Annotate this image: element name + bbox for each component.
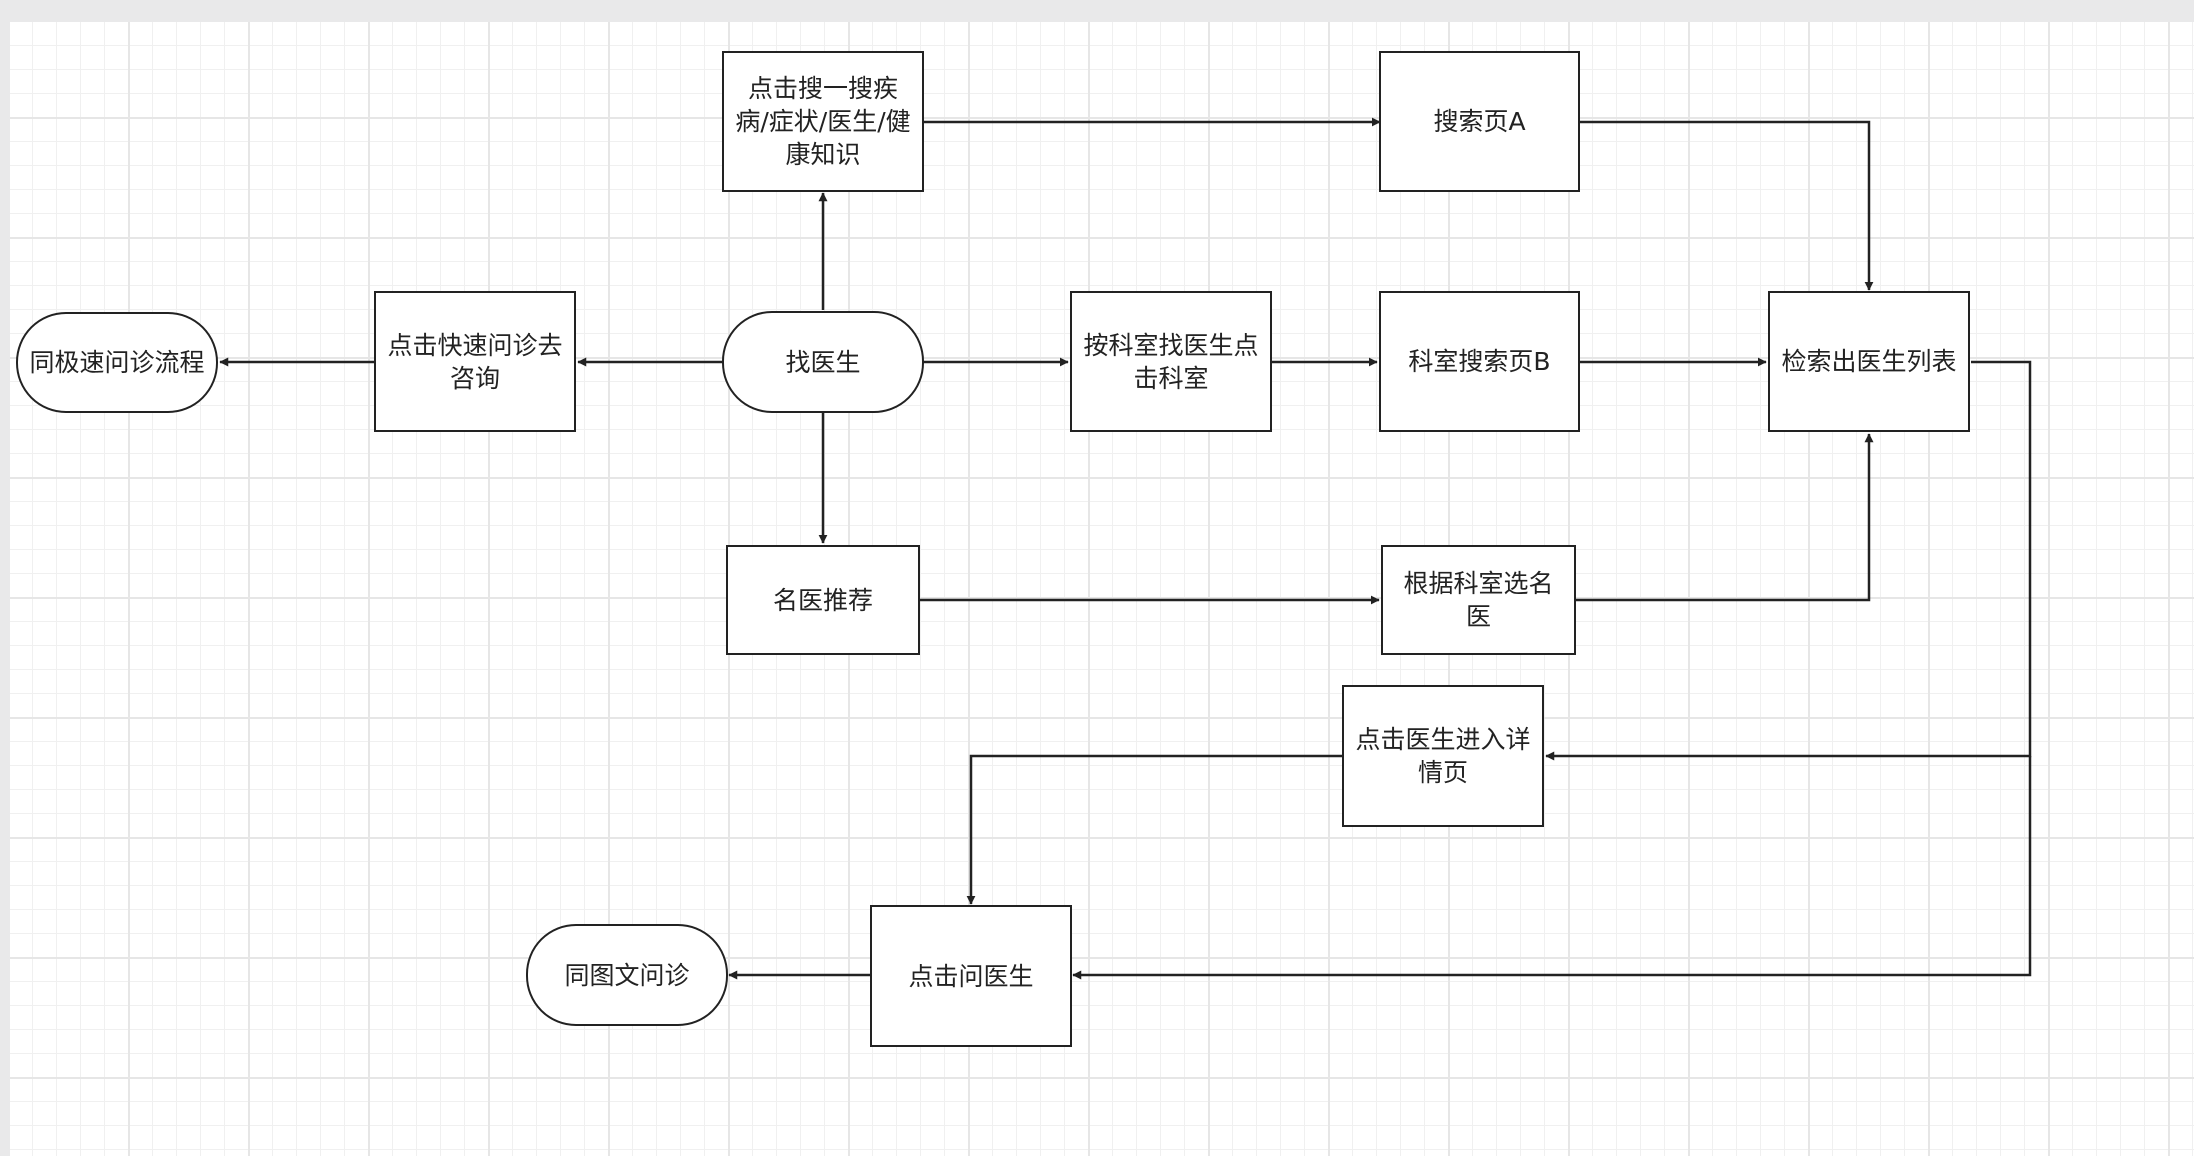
- edge-detail-to-ask: [966, 754, 1343, 905]
- edge-list-to-detail: [1545, 360, 2032, 761]
- node-find-doctor-label: 找医生: [785, 347, 861, 377]
- node-quick-consult-label: 点击快速问诊去咨询: [387, 330, 563, 393]
- node-same-text-consult[interactable]: 同图文问诊: [526, 924, 728, 1026]
- edge-page-a-to-list: [1579, 120, 1874, 291]
- edge-list-to-ask: [1072, 756, 2032, 980]
- node-doctor-detail-label: 点击医生进入详情页: [1355, 725, 1531, 787]
- node-ask-doctor[interactable]: 点击问医生: [870, 905, 1072, 1047]
- node-famous-doctor-label: 名医推荐: [772, 585, 873, 615]
- node-find-doctor[interactable]: 找医生: [722, 311, 924, 413]
- node-same-quick-flow-label: 同极速问诊流程: [29, 348, 205, 377]
- node-doctor-detail[interactable]: 点击医生进入详情页: [1342, 685, 1544, 827]
- node-choose-by-department-label: 根据科室选名医: [1403, 569, 1554, 631]
- diagram-canvas: [10, 22, 2194, 1156]
- node-doctor-list-label: 检索出医生列表: [1781, 347, 1957, 376]
- node-by-department-label: 按科室找医生点击科室: [1083, 330, 1259, 393]
- edge-choose-to-list: [1576, 433, 1874, 602]
- node-choose-by-department[interactable]: 根据科室选名医: [1381, 545, 1576, 655]
- node-same-text-consult-label: 同图文问诊: [564, 960, 690, 990]
- node-same-quick-flow[interactable]: 同极速问诊流程: [16, 312, 218, 413]
- node-doctor-list[interactable]: 检索出医生列表: [1768, 291, 1970, 432]
- node-ask-doctor-label: 点击问医生: [908, 961, 1034, 991]
- node-click-search[interactable]: 点击搜一搜疾病/症状/医生/健康知识: [722, 51, 924, 192]
- node-click-search-label: 点击搜一搜疾病/症状/医生/健康知识: [735, 74, 911, 169]
- node-by-department[interactable]: 按科室找医生点击科室: [1070, 291, 1272, 432]
- node-search-page-a-label: 搜索页A: [1433, 107, 1526, 136]
- node-department-search-b[interactable]: 科室搜索页B: [1379, 291, 1580, 432]
- node-search-page-a[interactable]: 搜索页A: [1379, 51, 1580, 192]
- node-quick-consult[interactable]: 点击快速问诊去咨询: [374, 291, 576, 432]
- node-famous-doctor[interactable]: 名医推荐: [726, 545, 920, 655]
- node-department-search-b-label: 科室搜索页B: [1408, 347, 1551, 376]
